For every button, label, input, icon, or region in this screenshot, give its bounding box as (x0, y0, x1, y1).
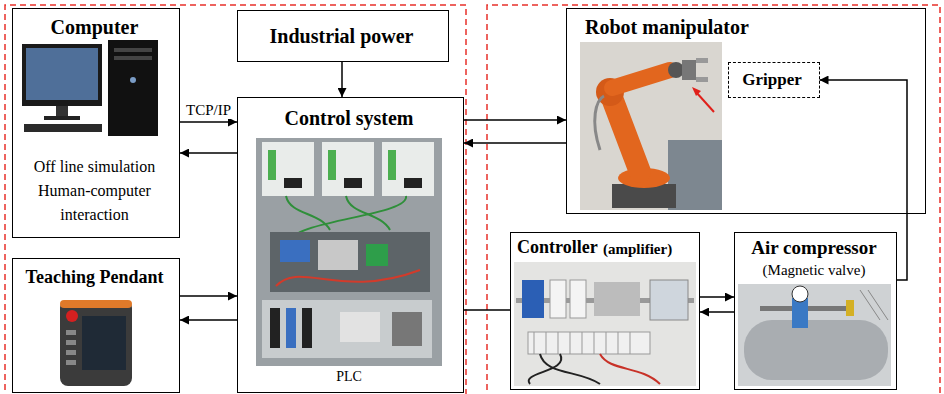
node-title: Air compressor (735, 237, 893, 260)
robot-box: Robot manipulatorGripper (566, 8, 926, 214)
connector-arrow (341, 62, 343, 97)
edge-label: TCP/IP (184, 101, 233, 119)
air-compressor-photo (738, 284, 891, 386)
node-title: Computer (13, 15, 176, 39)
connector-arrow (464, 119, 566, 121)
node-title: Teaching Pendant (13, 267, 176, 289)
connector-arrow (700, 311, 734, 313)
region-outline (487, 5, 940, 394)
node-title: Gripper (729, 70, 816, 90)
connector-arrow (464, 309, 510, 311)
connector-arrow (180, 152, 237, 154)
connector-arrow (180, 295, 237, 297)
compressor-box: Air compressor(Magnetic valve) (734, 232, 897, 390)
node-subtext: Off line simulation Human-computer inter… (17, 155, 172, 227)
control-cabinet-photo (256, 138, 442, 366)
region-outline (5, 5, 466, 394)
node-title: Control system (238, 106, 460, 130)
power-box: Industrial power (237, 10, 449, 62)
robot-photo (580, 42, 722, 210)
computer-photo (22, 40, 158, 136)
gripper-box: Gripper (728, 62, 820, 98)
connector-arrow (180, 319, 237, 321)
node-subtext: (amplifier) (603, 240, 672, 258)
computer-box: ComputerOff line simulation Human-comput… (12, 8, 180, 238)
teaching-pendant-photo (60, 300, 132, 386)
node-title: Controller (517, 237, 598, 259)
node-title: Industrial power (238, 24, 445, 48)
controller-box: Controller (amplifier) (510, 232, 700, 390)
node-subtext: (Magnetic valve) (735, 261, 893, 279)
pendant-box: Teaching Pendant (12, 258, 180, 393)
connector-arrow (464, 142, 566, 144)
connector-arrow (700, 296, 734, 298)
controller-photo (514, 262, 696, 386)
node-subtext: PLC (238, 369, 460, 386)
control-system-box: Control systemPLC (237, 97, 464, 393)
node-title: Robot manipulator (585, 15, 749, 39)
connector-arrow (180, 121, 237, 123)
